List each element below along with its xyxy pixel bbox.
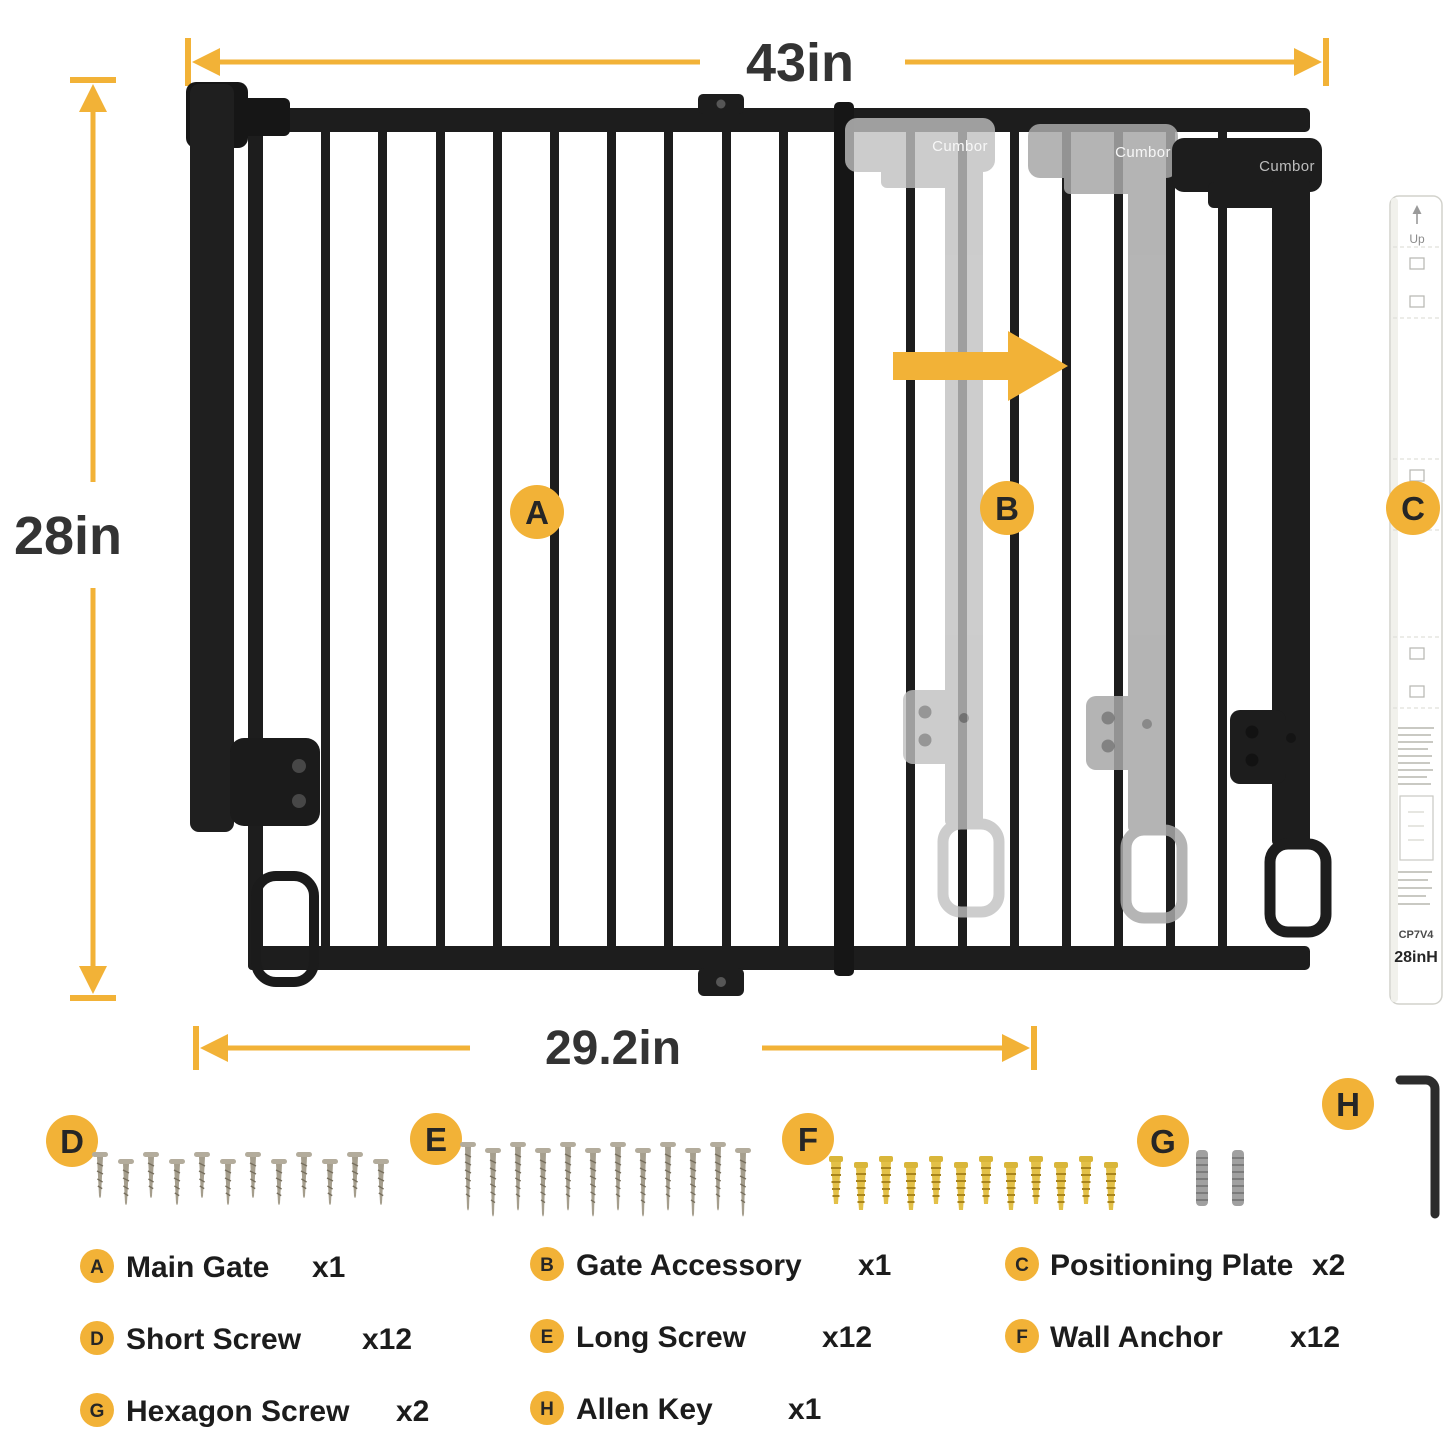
legend-letter: A [90, 1257, 104, 1278]
legend-item-b: B Gate Accessory x1 [530, 1247, 891, 1282]
legend-item-c: C Positioning Plate x2 [1005, 1247, 1345, 1282]
dimension-top-label: 43in [746, 33, 854, 93]
label-badge-e-letter: E [425, 1121, 447, 1158]
legend-item-h: H Allen Key x1 [530, 1391, 821, 1426]
legend-qty: x12 [362, 1323, 412, 1356]
legend-letter: H [540, 1399, 554, 1420]
legend-letter: D [90, 1329, 104, 1350]
legend-qty: x2 [1312, 1249, 1345, 1282]
up-arrow-icon [1412, 205, 1422, 214]
dimension-left-label: 28in [14, 506, 122, 566]
plate-hole-marks [1409, 257, 1425, 698]
arrowhead-left-icon [192, 48, 220, 76]
legend-letter: G [90, 1401, 105, 1422]
legend-letter: F [1016, 1327, 1028, 1348]
label-badge-f: F [782, 1113, 834, 1165]
arrowhead-down-icon [79, 966, 107, 994]
arrowhead-right-icon [1294, 48, 1322, 76]
legend-name: Hexagon Screw [126, 1395, 350, 1428]
legend-item-e: E Long Screw x12 [530, 1319, 872, 1354]
hinge-stile [834, 102, 854, 976]
legend-item-a: A Main Gate x1 [80, 1249, 345, 1284]
legend-name: Gate Accessory [576, 1249, 802, 1282]
legend-name: Main Gate [126, 1251, 269, 1284]
label-badge-f-letter: F [798, 1121, 818, 1158]
legend-item-f: F Wall Anchor x12 [1005, 1319, 1340, 1354]
legend-qty: x1 [858, 1249, 891, 1282]
label-badge-b: B [980, 481, 1034, 535]
main-gate-bars [321, 110, 788, 968]
left-post [186, 82, 320, 832]
label-badge-a: A [510, 485, 564, 539]
label-badge-g: G [1137, 1115, 1189, 1167]
legend-qty: x12 [1290, 1321, 1340, 1354]
legend-name: Allen Key [576, 1393, 713, 1426]
allen-key-icon [1395, 1075, 1440, 1219]
label-badge-c-letter: C [1401, 490, 1425, 527]
legend-qty: x12 [822, 1321, 872, 1354]
wall-anchors-group [828, 1155, 1119, 1211]
positioning-plate: Up CP7V4 28inH [1389, 195, 1443, 1005]
label-badge-c: C [1386, 481, 1440, 535]
brand-label: Cumbor [1115, 144, 1171, 161]
arrowhead-right-icon [1002, 1034, 1030, 1062]
brand-label: Cumbor [1259, 158, 1315, 175]
legend-name: Wall Anchor [1050, 1321, 1223, 1354]
plate-height-label: 28inH [1394, 949, 1438, 966]
left-stile [248, 108, 263, 970]
label-badge-g-letter: G [1150, 1123, 1176, 1160]
label-badge-d: D [46, 1115, 98, 1167]
gate-accessory-ghost-1 [845, 118, 999, 912]
dimension-bottom: 29.2in [193, 1022, 1037, 1075]
legend-item-g: G Hexagon Screw x2 [80, 1393, 429, 1428]
gate-foot [251, 871, 319, 987]
label-badge-h: H [1322, 1078, 1374, 1130]
legend-letter: C [1015, 1255, 1029, 1276]
slide-direction-arrow-icon [893, 331, 1068, 401]
legend-qty: x1 [312, 1251, 345, 1284]
plate-fine-print [1398, 727, 1434, 785]
label-badge-a-letter: A [525, 494, 549, 531]
gate-accessory-installed [1172, 138, 1326, 932]
arrowhead-up-icon [79, 84, 107, 112]
plate-code: CP7V4 [1399, 929, 1435, 941]
label-badge-h-letter: H [1336, 1086, 1360, 1123]
plate-diagram-lines [1408, 811, 1424, 841]
short-screws-group [91, 1151, 390, 1206]
legend-letter: B [540, 1255, 554, 1276]
arrowhead-left-icon [200, 1034, 228, 1062]
top-joint-bracket [698, 94, 744, 114]
legend-name: Positioning Plate [1050, 1249, 1293, 1282]
legend-letter: E [541, 1327, 554, 1348]
bottom-joint-bracket [698, 968, 744, 996]
hexagon-screws-group [1195, 1149, 1245, 1207]
legend-name: Short Screw [126, 1323, 302, 1356]
legend-name: Long Screw [576, 1321, 747, 1354]
brand-label: Cumbor [932, 138, 988, 155]
legend-qty: x1 [788, 1393, 821, 1426]
gate-accessory-ghost-2 [1028, 124, 1182, 918]
dimension-top: 43in [185, 33, 1329, 93]
plate-diagram-box [1399, 795, 1434, 861]
legend-item-d: D Short Screw x12 [80, 1321, 412, 1356]
dimension-bottom-label: 29.2in [545, 1022, 681, 1075]
label-badge-d-letter: D [60, 1123, 84, 1160]
long-screws-group [459, 1141, 752, 1218]
plate-fine-print [1398, 871, 1432, 905]
label-badge-b-letter: B [995, 490, 1019, 527]
legend-qty: x2 [396, 1395, 429, 1428]
label-badge-e: E [410, 1113, 462, 1165]
plate-up-label: Up [1409, 232, 1425, 246]
dimension-left: 28in [14, 77, 122, 1001]
